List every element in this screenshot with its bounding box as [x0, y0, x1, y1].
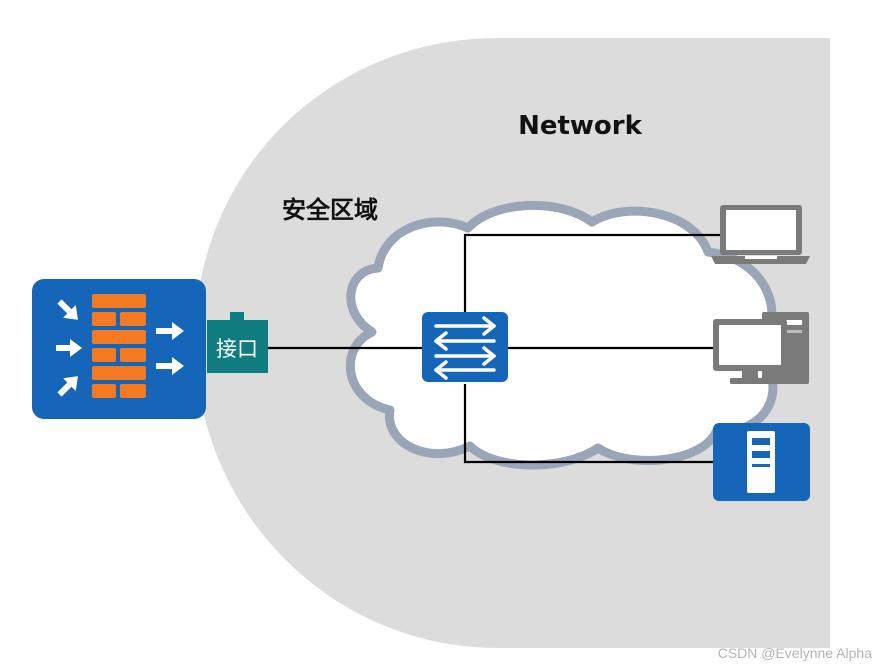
connection-lines — [268, 233, 720, 464]
watermark: CSDN @Evelynne Alpha — [718, 645, 873, 661]
firewall-arrows — [56, 299, 184, 397]
network-cloud — [345, 200, 778, 470]
laptop-icon — [711, 205, 810, 264]
network-label: Network — [518, 111, 643, 141]
security-zone-label: 安全区域 — [282, 196, 378, 224]
interface-label: 接口 — [216, 337, 258, 361]
link-switch-laptop — [463, 233, 720, 312]
desktop-pc-icon — [713, 312, 809, 384]
firewall-icon — [32, 279, 206, 419]
switch-icon — [422, 312, 508, 382]
link-switch-server — [463, 384, 714, 464]
firewall-bricks — [92, 294, 146, 398]
server-icon — [713, 423, 810, 501]
interface-port: 接口 — [207, 312, 268, 373]
